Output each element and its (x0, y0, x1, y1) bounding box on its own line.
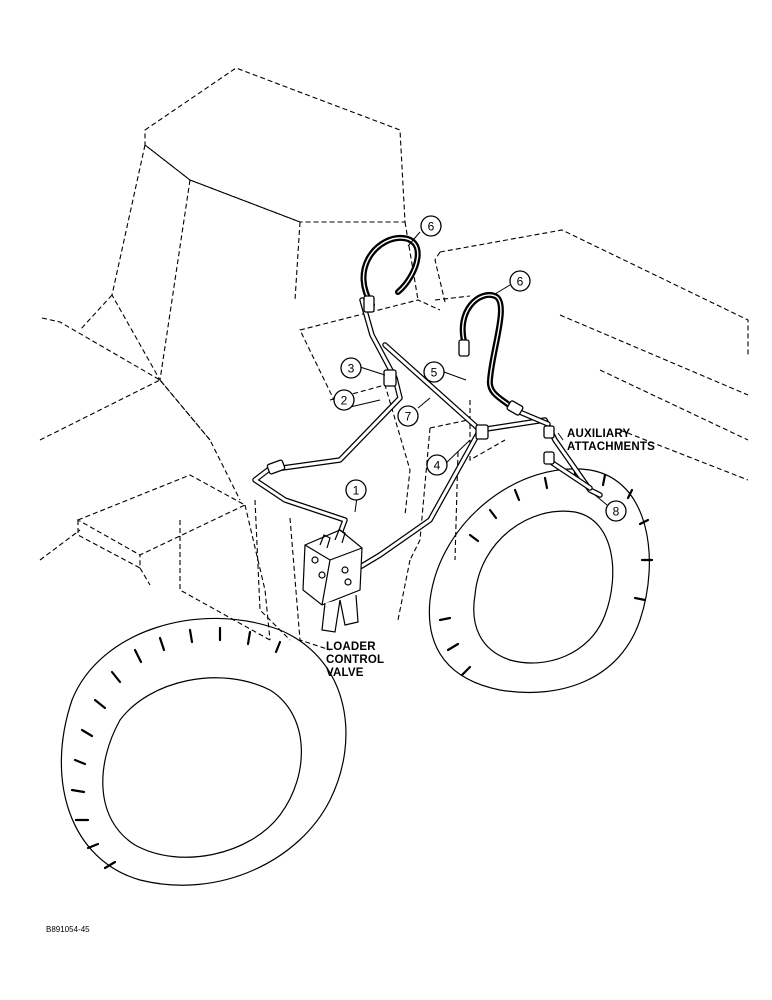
loader-control-valve-label: LOADER CONTROL VALVE (326, 641, 384, 679)
figure-reference: B891054-45 (46, 925, 90, 934)
loader-control-valve (302, 529, 363, 633)
callout-2: 2 (333, 389, 355, 411)
right-front-tire (428, 468, 654, 694)
tractor-outline (39, 67, 749, 651)
callout-4: 4 (426, 454, 448, 476)
callout-8: 8 (605, 500, 627, 522)
callout-6a-number: 6 (428, 220, 435, 234)
fittings (266, 295, 555, 475)
callout-8-number: 8 (613, 505, 620, 519)
callout-6b-number: 6 (517, 275, 524, 289)
callout-6a: 6 (420, 215, 442, 237)
callout-2-number: 2 (341, 394, 348, 408)
aux-label-line1: AUXILIARY (567, 428, 630, 440)
callout-5: 5 (423, 361, 445, 383)
valve-label-line1: LOADER (326, 641, 376, 653)
callout-1: 1 (345, 479, 367, 501)
callout-5-number: 5 (431, 366, 438, 380)
callout-1-number: 1 (353, 484, 360, 498)
callout-6b: 6 (509, 270, 531, 292)
auxiliary-attachments-label: AUXILIARY ATTACHMENTS (567, 428, 655, 453)
valve-label-line2: CONTROL (326, 654, 384, 666)
callout-7-number: 7 (405, 410, 412, 424)
callout-7: 7 (397, 405, 419, 427)
left-rear-tire (60, 617, 347, 886)
callout-3: 3 (340, 357, 362, 379)
hose-left-loop (360, 234, 421, 308)
hose-right-loop (459, 291, 518, 413)
valve-label-line3: VALVE (326, 667, 364, 679)
callout-3-number: 3 (348, 362, 355, 376)
callout-4-number: 4 (434, 459, 441, 473)
aux-label-line2: ATTACHMENTS (567, 441, 655, 453)
